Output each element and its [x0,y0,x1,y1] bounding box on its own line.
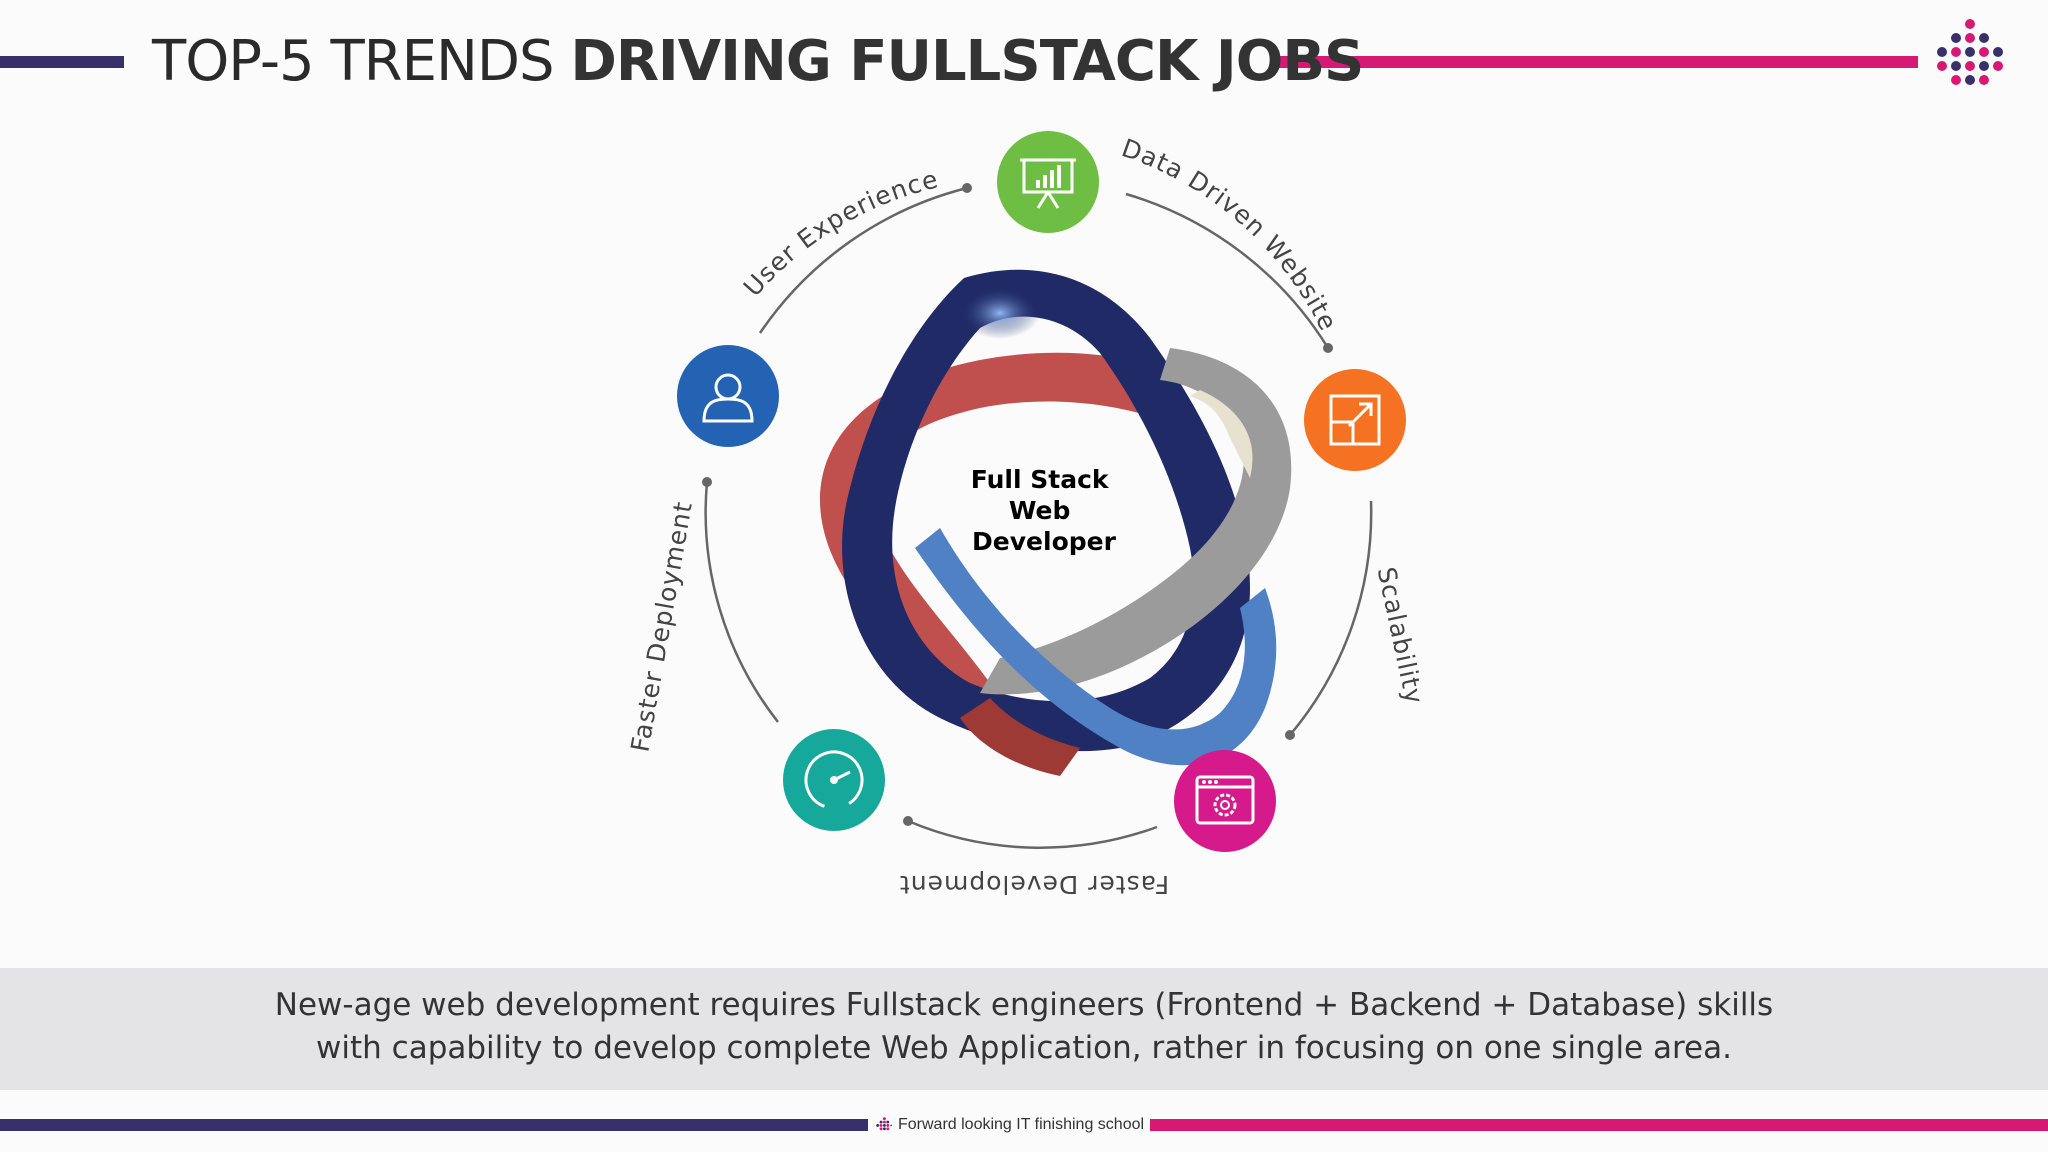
logo-dots [1937,19,2003,85]
arc-data-driven [1125,192,1330,349]
ribbon-red-lower [960,698,1080,776]
arc-faster-deployment [704,481,779,723]
page-title: TOP-5 TRENDS DRIVING FULLSTACK JOBS [152,29,1364,94]
user-icon [677,345,779,447]
center-label: Full Stack Web Developer [971,465,1117,556]
footer-bar-right [1150,1119,2048,1131]
ribbon-gray [980,348,1292,695]
trend-label-scalability: Scalability [1372,565,1429,707]
arc-user-experience [758,186,968,334]
ribbon-blue [915,528,1277,766]
arc-faster-development [907,819,1158,849]
browser-settings-icon [1174,750,1276,852]
summary-text: New-age web development requires Fullsta… [0,984,2048,1070]
connector-arcs [702,183,1373,849]
trends-diagram: User Experience Data Driven Websites Sca… [560,108,1429,899]
footer-logo-icon [876,1117,892,1131]
summary-line-2: with capability to develop complete Web … [316,1030,1732,1066]
trend-label-faster-development: Faster Development [899,870,1169,899]
header-bar-right [1272,56,1918,68]
footer-tagline: Forward looking IT finishing school [876,1114,1144,1136]
speedometer-icon [783,729,885,831]
footer-tagline-text: Forward looking IT finishing school [898,1116,1145,1133]
ribbon-navy [842,269,1250,752]
trend-label-faster-deployment: Faster Deployment [625,499,698,754]
presentation-chart-icon [997,131,1099,233]
center-ribbons [820,269,1292,776]
trend-label-user-experience: User Experience [738,164,941,302]
summary-band [0,968,2048,1090]
brand-logo-icon [1937,19,2003,85]
header-bar-left [0,56,124,68]
arc-scalability [1289,500,1373,736]
summary-line-1: New-age web development requires Fullsta… [274,987,1774,1023]
ribbon-gray-inner [1190,390,1253,478]
footer-bar-left [0,1119,868,1131]
scale-resize-icon [1304,369,1406,471]
